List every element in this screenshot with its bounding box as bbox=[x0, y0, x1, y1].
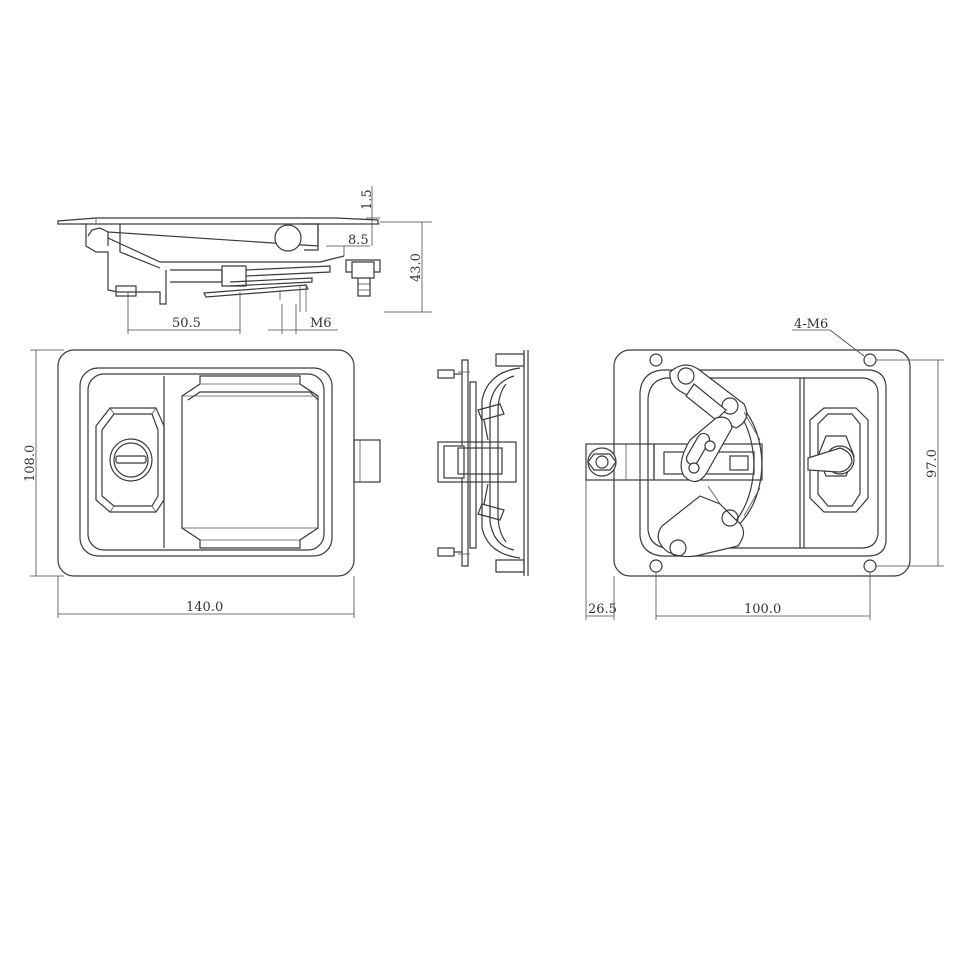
dim-height: 108.0 bbox=[23, 445, 38, 482]
dim-bolt-offset: 26.5 bbox=[588, 602, 617, 617]
dim-hole-spacing-vertical: 97.0 bbox=[925, 449, 940, 478]
dim-stud-thread: M6 bbox=[310, 316, 332, 331]
side-view bbox=[57, 217, 381, 312]
rear-view bbox=[585, 349, 911, 577]
dim-width: 140.0 bbox=[186, 600, 223, 615]
side-view-dimensions: 1.5 8.5 43.0 50.5 M6 bbox=[127, 186, 432, 334]
front-view bbox=[57, 349, 381, 577]
dim-hole-spacing-horizontal: 100.0 bbox=[744, 602, 781, 617]
dim-mounting-holes: 4-M6 bbox=[794, 317, 828, 332]
dim-plate-thickness: 1.5 bbox=[360, 189, 375, 210]
rear-view-dimensions: 4-M6 97.0 26.5 100.0 bbox=[585, 317, 944, 620]
dim-overall-depth: 43.0 bbox=[409, 253, 424, 282]
section-view bbox=[437, 350, 529, 576]
dim-stud-position: 50.5 bbox=[172, 316, 201, 331]
dim-flange-offset: 8.5 bbox=[348, 233, 369, 248]
front-view-dimensions: 108.0 140.0 bbox=[23, 349, 355, 618]
